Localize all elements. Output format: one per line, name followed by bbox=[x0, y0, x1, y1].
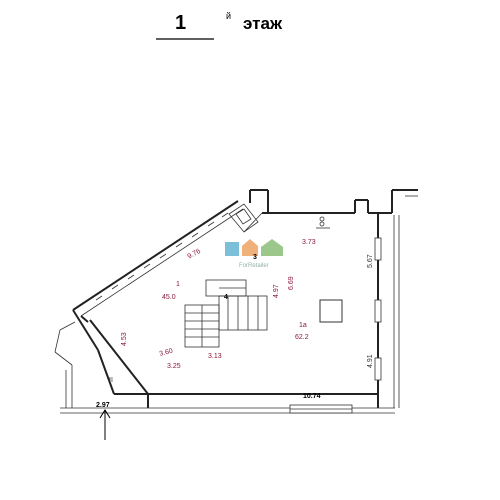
dim-mid-b: 6.69 bbox=[288, 276, 295, 290]
dim-right-top: 5.67 bbox=[367, 254, 374, 268]
dim-stair: 3.13 bbox=[208, 353, 222, 360]
dim-mid-a: 4.97 bbox=[273, 284, 280, 298]
room-1a-number: 1а bbox=[299, 322, 307, 329]
staircase bbox=[184, 279, 268, 348]
dim-inner-a: 3.60 bbox=[159, 348, 174, 358]
room-3-number: 3 bbox=[253, 254, 257, 261]
column bbox=[319, 299, 343, 323]
logo-house-green-icon bbox=[261, 239, 283, 256]
room-1a-area: 62.2 bbox=[295, 334, 309, 341]
floor-label: этаж bbox=[243, 14, 283, 33]
dim-right-bottom: 4.91 bbox=[367, 354, 374, 368]
dim-left: 4.53 bbox=[121, 332, 128, 346]
diagonal-window bbox=[95, 212, 229, 301]
logo-house-orange-icon bbox=[242, 239, 258, 256]
floor-number: 1 bbox=[175, 12, 186, 34]
entrance-arrow-icon bbox=[99, 409, 111, 440]
forretailer-logo: ForRetailer bbox=[225, 239, 283, 269]
outer-walls bbox=[54, 189, 418, 414]
dim-bottom: 10.74 bbox=[303, 393, 321, 400]
service-block bbox=[228, 203, 263, 233]
room-1-area: 45.0 bbox=[162, 294, 176, 301]
logo-text: ForRetailer bbox=[239, 263, 269, 269]
dim-inner-b: 3.25 bbox=[167, 363, 181, 370]
dim-diagonal: 9.76 bbox=[187, 248, 202, 261]
room-4-number: 4 bbox=[224, 294, 228, 301]
floor-number-suffix: й bbox=[226, 11, 231, 21]
logo-house-blue-icon bbox=[225, 242, 239, 256]
dim-top: 3.73 bbox=[302, 239, 316, 246]
dim-entry: 2.97 bbox=[96, 402, 110, 409]
room-1-number: 1 bbox=[176, 281, 180, 288]
door-marker bbox=[316, 216, 330, 229]
room-II-number: II bbox=[109, 377, 113, 384]
